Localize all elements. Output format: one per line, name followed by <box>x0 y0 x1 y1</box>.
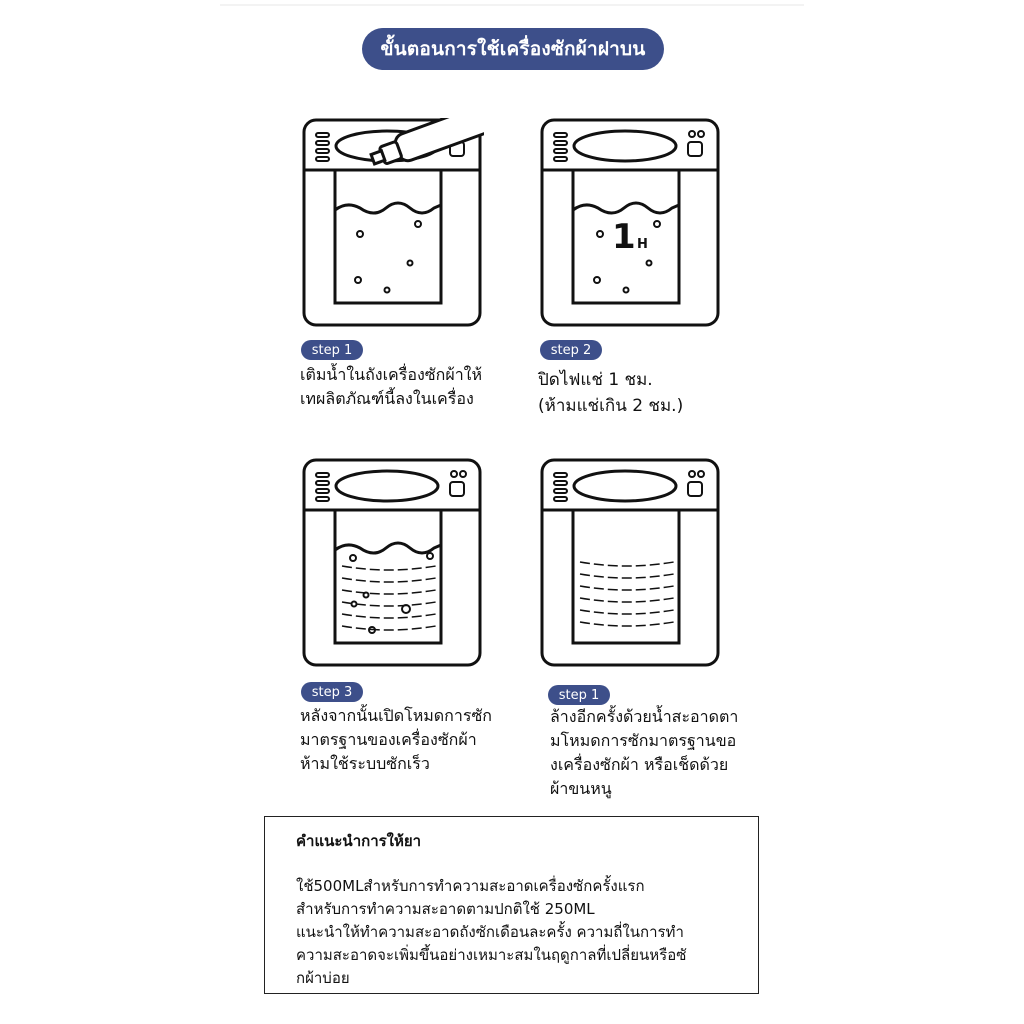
step-text-3: หลังจากนั้นเปิดโหมดการซัก มาตรฐานของเครื… <box>300 706 492 773</box>
step-text-1: เติมน้ำในถังเครื่องซักผ้าให้ เทผลิตภัณฑ์… <box>300 365 483 408</box>
tips-title: คำแนะนำการให้ยา <box>296 832 422 850</box>
page-title: ขั้นตอนการใช้เครื่องซักผ้าฝาบน <box>362 28 664 70</box>
step-badge-1: step 1 <box>301 340 363 360</box>
step-badge-3: step 3 <box>301 682 363 702</box>
step-text-2: ปิดไฟแช่ 1 ชม. (ห้ามแช่เกิน 2 ชม.) <box>538 370 684 416</box>
top-divider <box>220 4 804 6</box>
washer-illustration-step2: 1 H <box>540 118 722 328</box>
timer-number: 1 <box>612 217 636 257</box>
step-badge-2: step 2 <box>540 340 602 360</box>
washer-illustration-step4 <box>540 458 722 668</box>
washer-illustration-step1 <box>302 118 484 328</box>
usage-tips-box: คำแนะนำการให้ยา ใช้500MLสำหรับการทำความส… <box>264 816 759 994</box>
washer-illustration-step3 <box>302 458 484 668</box>
tips-body: ใช้500MLสำหรับการทำความสะอาดเครื่องซักคร… <box>296 877 687 987</box>
timer-unit: H <box>637 237 648 252</box>
step-text-4: ล้างอีกครั้งด้วยน้ำสะอาดตา มโหมดการซักมา… <box>550 707 739 798</box>
step-badge-4: step 1 <box>548 685 610 705</box>
